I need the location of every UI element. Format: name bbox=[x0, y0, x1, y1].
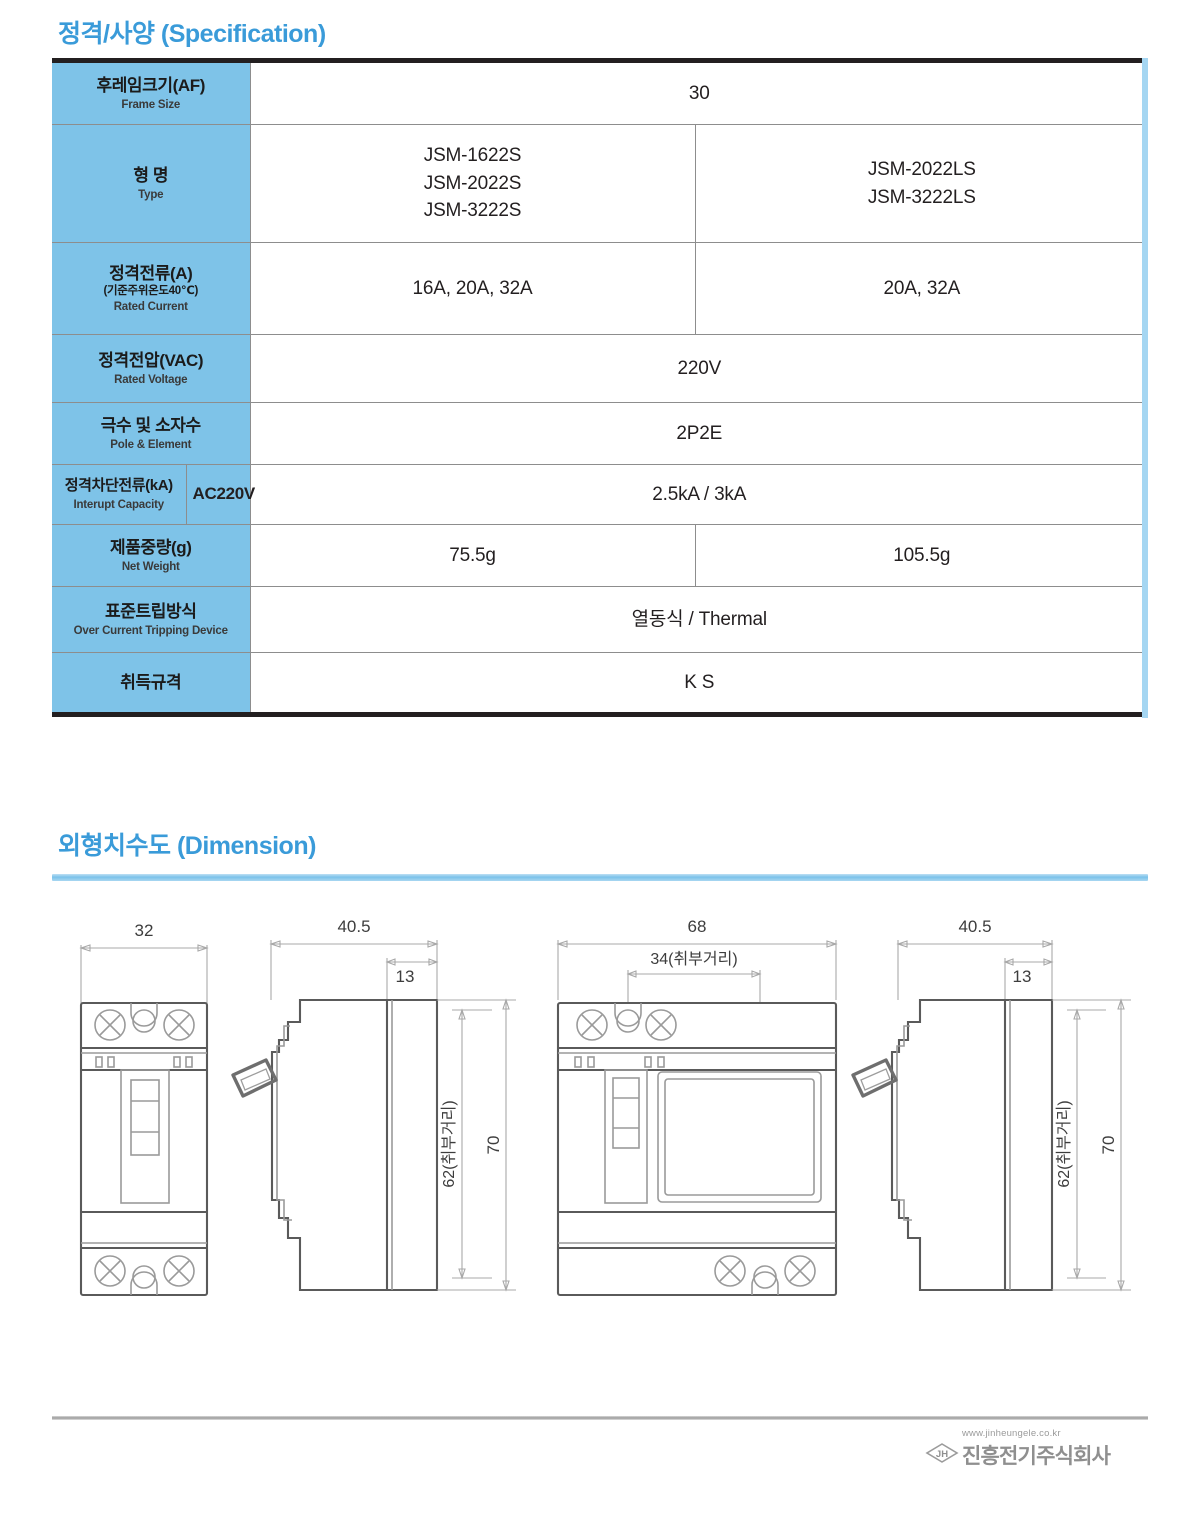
row-label-type: 형 명 Type bbox=[52, 124, 251, 243]
footer-divider bbox=[52, 1416, 1148, 1420]
company-name: 진흥전기주식회사 bbox=[962, 1445, 1111, 1468]
type-model: JSM-2022LS bbox=[867, 158, 976, 180]
dimension-drawings: .body { fill:none; stroke:#5a5a5a; strok… bbox=[0, 900, 1200, 1350]
label-en: Pole & Element bbox=[110, 438, 192, 451]
table-row: 표준트립방식 Over Current Tripping Device 열동식 … bbox=[52, 586, 1149, 653]
dimension-heading-ko: 외형치수도 bbox=[58, 832, 171, 860]
row-label-rated-current: 정격전류(A) (기준주위온도40℃) Rated Current bbox=[52, 242, 251, 335]
table-row: 극수 및 소자수 Pole & Element 2P2E bbox=[52, 402, 1149, 465]
dim-label-front-depth-13: 13 bbox=[1013, 967, 1032, 986]
dim-label-height-70: 70 bbox=[484, 1136, 503, 1155]
drawing-side-view-wide: 40.5 13 62(취부거리) 70 bbox=[851, 917, 1131, 1292]
row-label-rated-voltage: 정격전압(VAC) Rated Voltage bbox=[52, 334, 251, 403]
table-row: 정격전압(VAC) Rated Voltage 220V bbox=[52, 334, 1149, 403]
label-ko: 정격전류(A) bbox=[109, 263, 193, 283]
dimension-heading-rule bbox=[52, 874, 1148, 881]
operating-handle-icon bbox=[231, 1058, 278, 1098]
table-row: 취득규격 K S bbox=[52, 652, 1149, 715]
drawing-front-view-narrow: 32 bbox=[79, 921, 209, 1297]
terminal-screw-icon bbox=[576, 1009, 608, 1041]
dim-label-width-68: 68 bbox=[688, 917, 707, 936]
dimension-drawing-svg: .body { fill:none; stroke:#5a5a5a; strok… bbox=[79, 917, 1131, 1297]
table-right-accent-bar bbox=[1142, 58, 1148, 718]
dimension-section-heading: 외형치수도 (Dimension) bbox=[58, 826, 316, 862]
row-value-type-standard: JSM-1622S JSM-2022S JSM-3222S bbox=[249, 124, 696, 243]
label-en: Type bbox=[138, 188, 164, 201]
table-row: 형 명 Type JSM-1622S JSM-2022S JSM-3222S J… bbox=[52, 124, 1149, 243]
table-row: 제품중량(g) Net Weight 75.5g 105.5g bbox=[52, 524, 1149, 587]
company-logo-icon: JH bbox=[925, 1442, 959, 1469]
row-label-frame-size: 후레임크기(AF) Frame Size bbox=[52, 60, 251, 125]
row-label-certification: 취득규격 bbox=[52, 652, 251, 715]
dim-label-height-70: 70 bbox=[1099, 1136, 1118, 1155]
row-value-rated-current-standard: 16A, 20A, 32A bbox=[249, 242, 696, 335]
terminal-screw-icon bbox=[714, 1255, 746, 1287]
drawing-side-view-narrow: 40.5 13 62(취부거리) 70 bbox=[231, 917, 516, 1292]
row-value-pole-element: 2P2E bbox=[249, 402, 1149, 465]
terminal-screw-icon bbox=[94, 1009, 126, 1041]
table-row: 정격차단전류(kA) Interupt Capacity AC220V 2.5k… bbox=[52, 464, 1149, 525]
type-model: JSM-3222S bbox=[423, 200, 522, 222]
row-value-net-weight-l: 105.5g bbox=[694, 524, 1149, 587]
dim-label-mounting-62: 62(취부거리) bbox=[1055, 1100, 1073, 1187]
label-ko: 정격차단전류(kA) bbox=[64, 476, 173, 494]
label-ko: 정격전압(VAC) bbox=[98, 350, 204, 370]
row-label-tripping-device: 표준트립방식 Over Current Tripping Device bbox=[52, 586, 251, 653]
specification-table: 후레임크기(AF) Frame Size 30 형 명 Type JSM-162… bbox=[52, 58, 1149, 717]
label-ko: 후레임크기(AF) bbox=[96, 75, 206, 95]
terminal-screw-icon bbox=[163, 1255, 195, 1287]
terminal-screw-icon bbox=[163, 1009, 195, 1041]
row-value-frame-size: 30 bbox=[249, 60, 1149, 125]
row-label-ac220v: AC220V bbox=[185, 464, 255, 525]
type-model: JSM-2022S bbox=[423, 172, 522, 194]
dimension-heading-en: (Dimension) bbox=[176, 832, 316, 860]
label-en: Rated Voltage bbox=[114, 373, 188, 386]
label-en: Net Weight bbox=[121, 560, 180, 573]
row-value-tripping-device: 열동식 / Thermal bbox=[249, 586, 1149, 653]
dim-label-front-depth-13: 13 bbox=[396, 967, 415, 986]
svg-text:JH: JH bbox=[936, 1449, 948, 1460]
row-value-rated-current-l: 20A, 32A bbox=[694, 242, 1149, 335]
row-value-rated-voltage: 220V bbox=[249, 334, 1149, 403]
dim-label-width-32: 32 bbox=[135, 921, 154, 940]
row-value-type-l: JSM-2022LS JSM-3222LS bbox=[694, 124, 1149, 243]
specification-table-wrapper: 후레임크기(AF) Frame Size 30 형 명 Type JSM-162… bbox=[52, 58, 1149, 717]
row-value-interrupt-capacity: 2.5kA / 3kA bbox=[249, 464, 1149, 525]
label-sub: (기준주위온도40℃) bbox=[103, 284, 199, 297]
row-value-net-weight-standard: 75.5g bbox=[249, 524, 696, 587]
table-row: 후레임크기(AF) Frame Size 30 bbox=[52, 60, 1149, 125]
type-model: JSM-1622S bbox=[423, 145, 522, 167]
row-label-pole-element: 극수 및 소자수 Pole & Element bbox=[52, 402, 251, 465]
dim-label-mounting-34: 34(취부거리) bbox=[650, 950, 737, 968]
label-en: Over Current Tripping Device bbox=[73, 624, 228, 637]
drawing-front-view-wide: 68 34(취부거리) bbox=[556, 917, 838, 1297]
type-model: JSM-3222LS bbox=[867, 186, 976, 208]
label-en: Interupt Capacity bbox=[73, 498, 165, 511]
company-website-url[interactable]: www.jinheungele.co.kr bbox=[962, 1428, 1061, 1439]
operating-handle-icon bbox=[851, 1058, 898, 1098]
terminal-screw-icon bbox=[645, 1009, 677, 1041]
table-row: 정격전류(A) (기준주위온도40℃) Rated Current 16A, 2… bbox=[52, 242, 1149, 335]
label-en: Frame Size bbox=[121, 98, 181, 111]
spec-heading-ko: 정격/사양 bbox=[58, 20, 155, 48]
label-en: Rated Current bbox=[113, 301, 188, 314]
label-ko: 극수 및 소자수 bbox=[100, 415, 201, 435]
dim-label-depth-40-5: 40.5 bbox=[958, 917, 991, 936]
terminal-screw-icon bbox=[94, 1255, 126, 1287]
row-label-net-weight: 제품중량(g) Net Weight bbox=[52, 524, 251, 587]
label-ko: 취득규격 bbox=[120, 672, 182, 692]
dim-label-depth-40-5: 40.5 bbox=[337, 917, 370, 936]
terminal-screw-icon bbox=[784, 1255, 816, 1287]
row-label-interrupt-capacity: 정격차단전류(kA) Interupt Capacity bbox=[52, 464, 187, 525]
label-ko: 표준트립방식 bbox=[105, 601, 197, 621]
spec-section-heading: 정격/사양 (Specification) bbox=[58, 14, 326, 50]
footer: www.jinheungele.co.kr JH 진흥전기주식회사 bbox=[900, 1428, 1160, 1488]
dim-label-mounting-62: 62(취부거리) bbox=[440, 1100, 458, 1187]
spec-heading-en: (Specification) bbox=[160, 20, 326, 48]
label-ko: 제품중량(g) bbox=[110, 537, 192, 557]
label-ko: 형 명 bbox=[133, 165, 169, 185]
row-value-certification: K S bbox=[249, 652, 1149, 715]
